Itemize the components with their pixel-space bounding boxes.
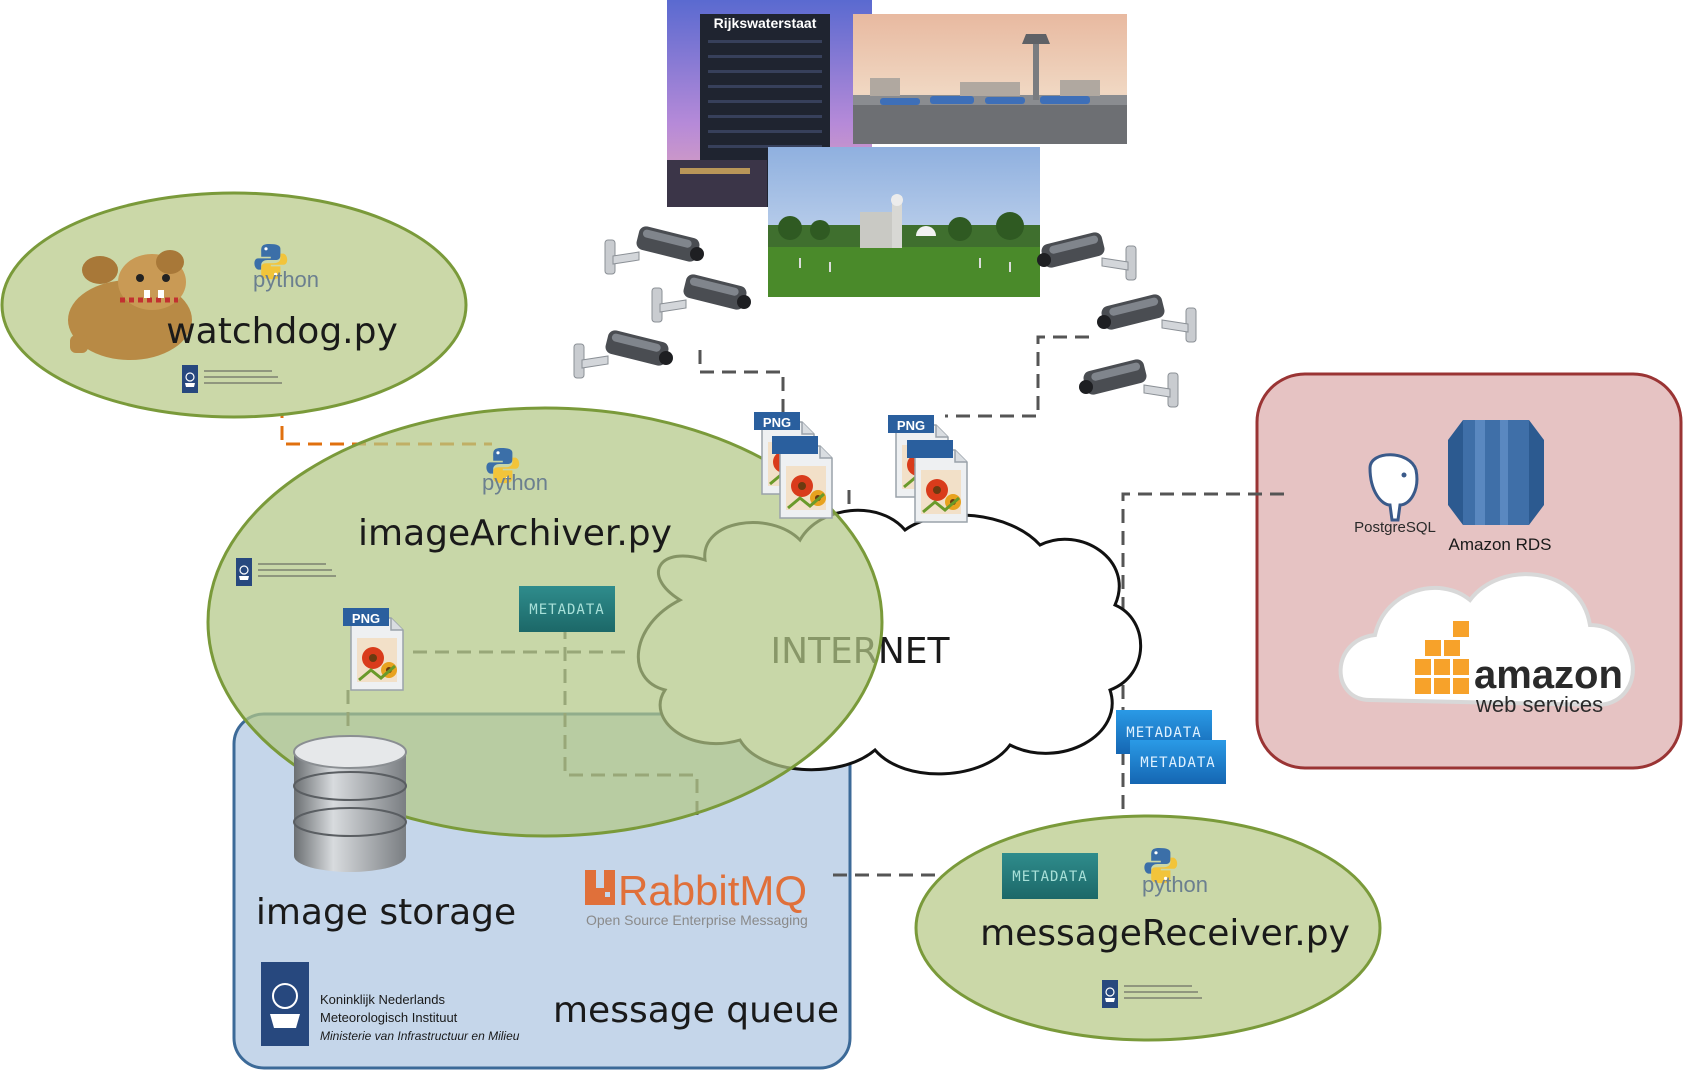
- weather-station-photo: [768, 147, 1040, 297]
- svg-text:METADATA: METADATA: [1126, 725, 1201, 741]
- svg-text:PNG: PNG: [763, 415, 791, 430]
- amazon-rds-label: Amazon RDS: [1449, 535, 1552, 554]
- queue-label: message queue: [553, 990, 839, 1031]
- rabbitmq-tagline: Open Source Enterprise Messaging: [586, 912, 808, 928]
- svg-text:METADATA: METADATA: [1012, 869, 1087, 885]
- rabbitmq-logo: RabbitMQ Open Source Enterprise Messagin…: [585, 867, 808, 928]
- storage-label: image storage: [256, 892, 516, 933]
- metadata-badge: METADATA: [1130, 740, 1226, 784]
- svg-text:PNG: PNG: [352, 611, 380, 626]
- postgresql-label: PostgreSQL: [1354, 519, 1436, 536]
- schiphol-photo: [853, 14, 1127, 144]
- png-file-icon: [770, 434, 834, 520]
- svg-text:METADATA: METADATA: [529, 602, 604, 618]
- receiver-python-label: python: [1142, 872, 1208, 897]
- security-camera-icon: [1036, 230, 1137, 281]
- svg-text:Meteorologisch Instituut: Meteorologisch Instituut: [320, 1010, 458, 1025]
- metadata-badge: METADATA: [519, 586, 615, 632]
- png-file-icon: [905, 438, 969, 524]
- database-icon: [293, 735, 407, 872]
- security-camera-icon: [651, 272, 752, 323]
- knmi-logo: Koninklijk Nederlands Meteorologisch Ins…: [261, 962, 520, 1046]
- receiver-label: messageReceiver.py: [980, 913, 1350, 954]
- archiver-label: imageArchiver.py: [358, 513, 672, 554]
- security-camera-icon: [1078, 357, 1179, 408]
- rabbitmq-name: RabbitMQ: [618, 867, 807, 914]
- watchdog-python-label: python: [253, 267, 319, 292]
- rijkswaterstaat-photo: Rijkswaterstaat: [667, 0, 872, 207]
- svg-text:PNG: PNG: [897, 418, 925, 433]
- svg-text:Ministerie van Infrastructuur: Ministerie van Infrastructuur en Milieu: [320, 1029, 520, 1043]
- security-camera-icon: [573, 328, 674, 379]
- svg-text:METADATA: METADATA: [1140, 755, 1215, 771]
- rds-icon: [1448, 420, 1544, 525]
- amazon-wordmark: amazon: [1474, 653, 1623, 697]
- watchdog-label: watchdog.py: [166, 311, 398, 352]
- png-file-icon: PNG: [752, 410, 816, 496]
- metadata-badge: METADATA: [1002, 853, 1098, 899]
- watchdog-node: [0, 191, 468, 419]
- security-camera-icon: [1096, 292, 1197, 343]
- aws-cubes-icon: [1415, 621, 1469, 694]
- rijkswaterstaat-sign: Rijkswaterstaat: [714, 15, 817, 31]
- svg-text:Koninklijk Nederlands: Koninklijk Nederlands: [320, 992, 446, 1007]
- security-camera-icon: [604, 224, 705, 275]
- webservices-wordmark: web services: [1475, 692, 1603, 717]
- bulldog-icon: [68, 250, 192, 360]
- aws-cloud-logo: amazon web services: [1338, 572, 1635, 717]
- postgresql-elephant-icon: [1368, 453, 1419, 522]
- archiver-python-label: python: [482, 470, 548, 495]
- png-file-icon: PNG: [341, 606, 405, 692]
- png-file-icon: PNG: [886, 413, 950, 499]
